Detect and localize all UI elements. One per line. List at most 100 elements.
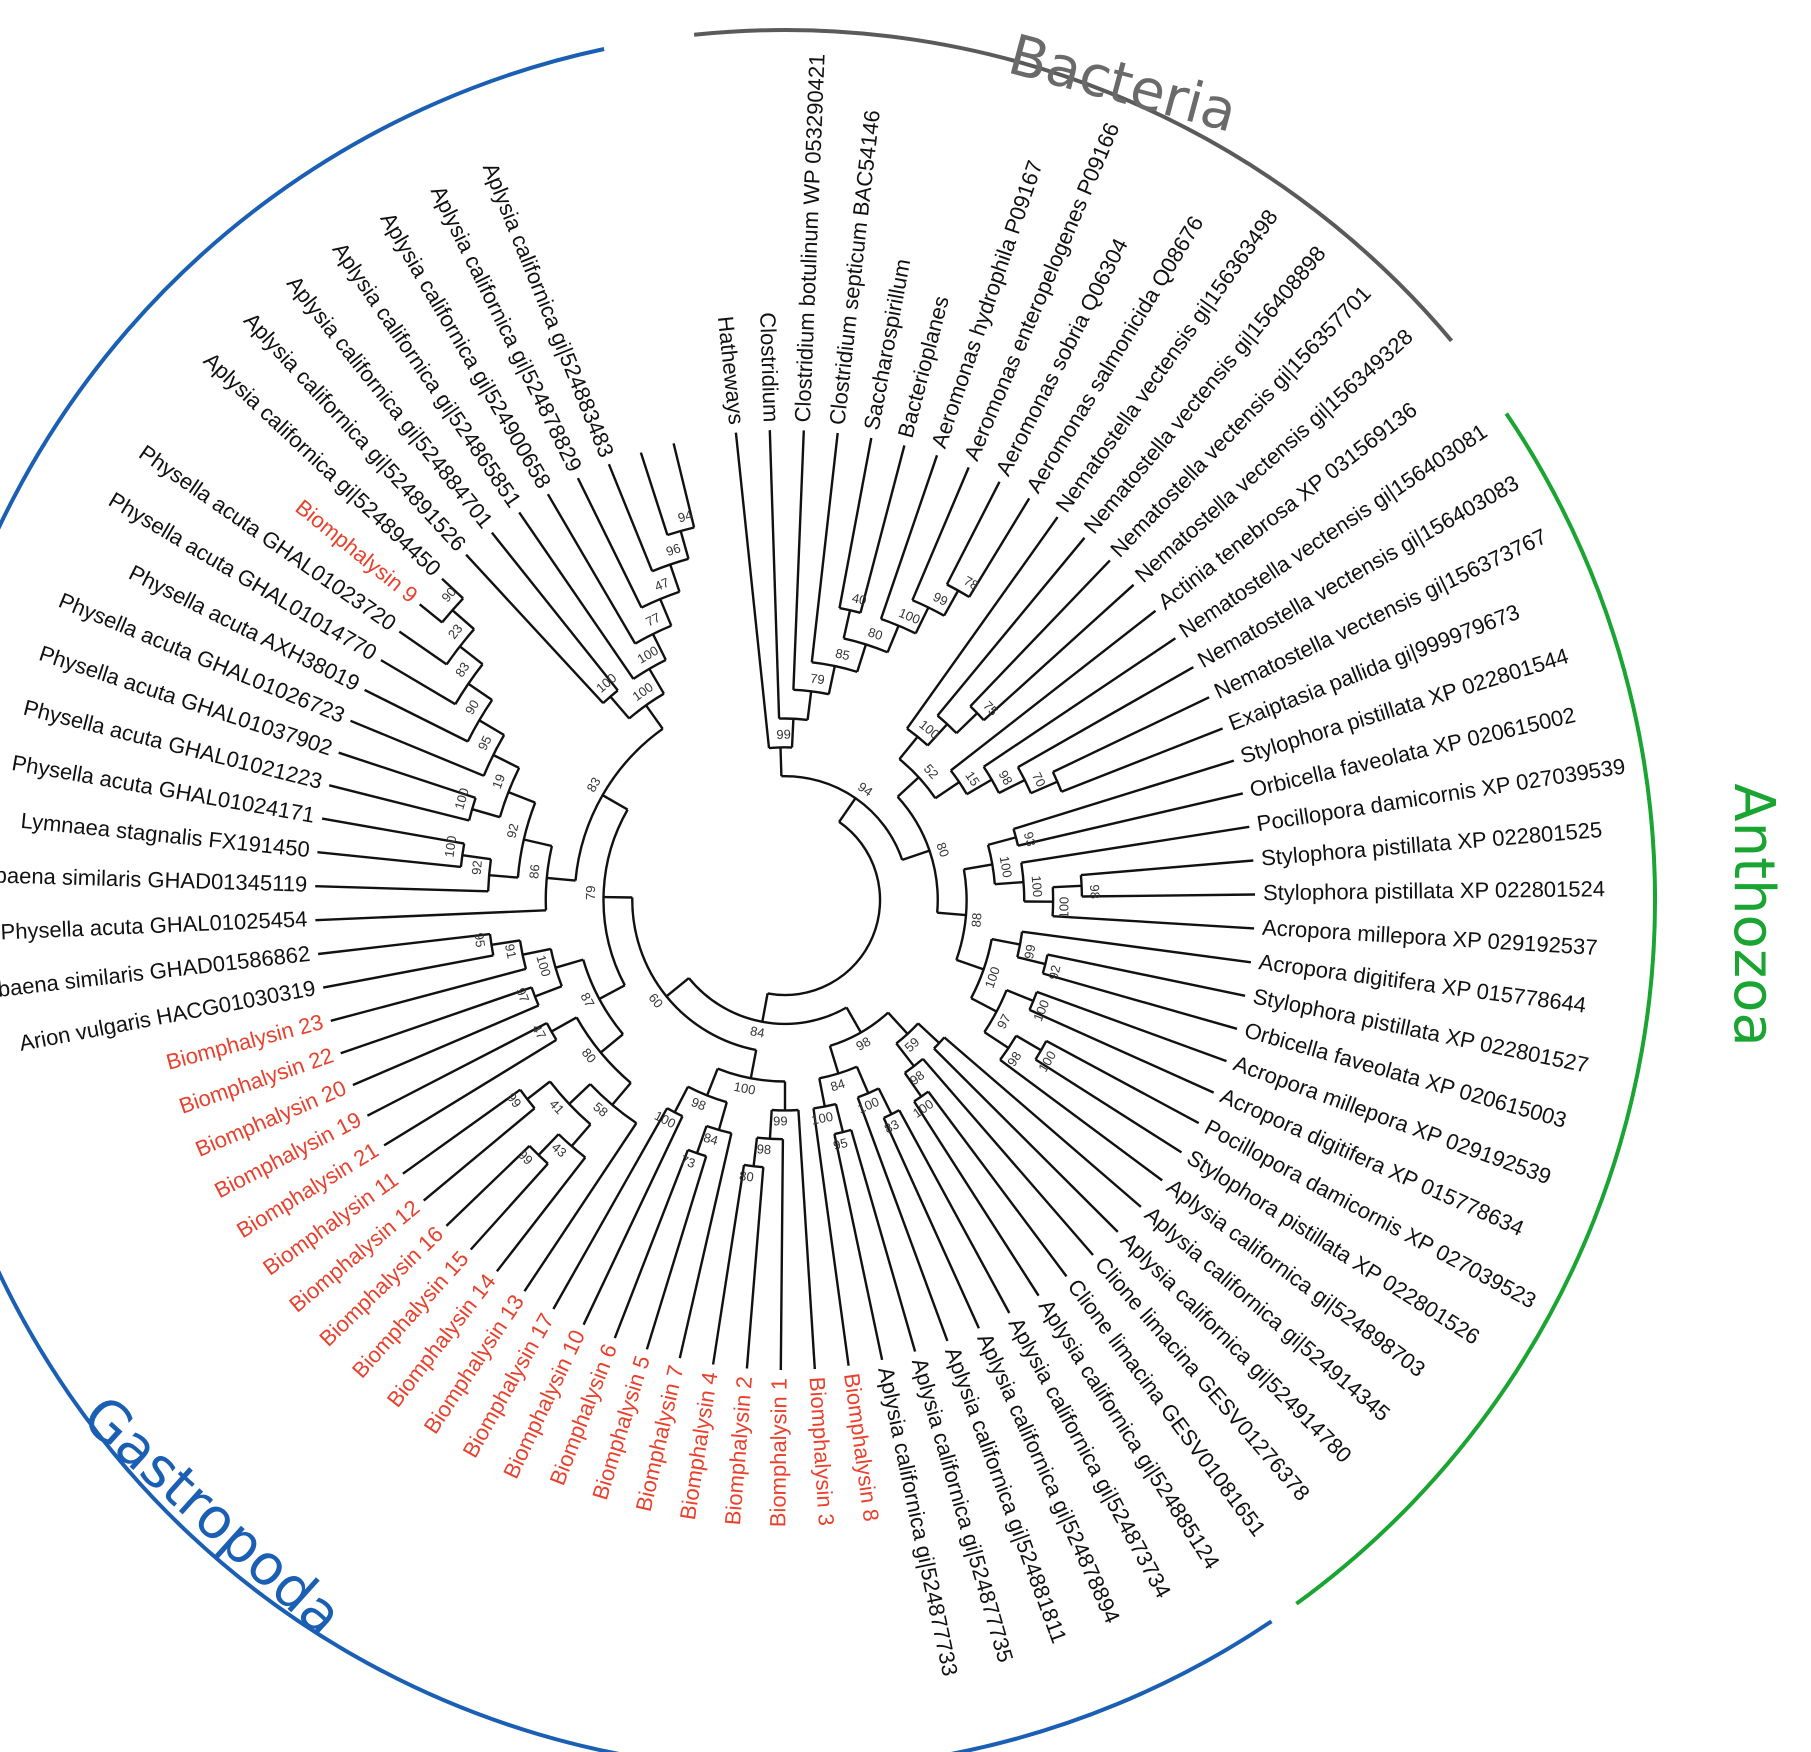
branch-radial	[994, 880, 1024, 886]
branch-radial	[845, 1006, 862, 1034]
branch-radial	[970, 997, 998, 1013]
branch-radial	[1080, 859, 1254, 877]
branch-arc	[498, 767, 521, 818]
support-value: 100	[733, 1079, 757, 1098]
branch-arc	[687, 977, 848, 1026]
branch-arc	[982, 766, 1000, 794]
branch-radial	[838, 797, 857, 823]
branch-radial	[582, 1115, 684, 1326]
branch-arc	[779, 717, 808, 722]
branch-radial	[761, 993, 769, 1023]
branch-arc	[632, 658, 667, 680]
branch-radial	[936, 537, 1086, 717]
branch-radial	[523, 838, 553, 848]
branch-radial	[364, 688, 469, 743]
branch-radial	[322, 954, 494, 989]
tip-label: Biomphalysin 3	[805, 1376, 839, 1526]
support-value: 96	[664, 540, 683, 559]
branch-arc	[582, 959, 624, 1035]
branch-radial	[833, 1133, 884, 1361]
branch-arc	[781, 774, 904, 861]
branch-radial	[1017, 792, 1244, 847]
branch-radial	[490, 531, 619, 692]
branch-radial	[340, 986, 532, 1055]
branch-radial	[752, 1137, 759, 1167]
branch-arc	[651, 557, 689, 573]
branch-radial	[950, 609, 1157, 772]
support-value: 84	[749, 1023, 766, 1040]
branch-arc	[829, 1011, 889, 1048]
support-value: 75	[980, 698, 1001, 719]
branch-radial	[933, 1047, 1119, 1233]
branch-radial	[850, 1129, 917, 1352]
branch-radial	[602, 794, 629, 811]
branch-radial	[613, 1149, 690, 1339]
branch-radial	[669, 564, 681, 593]
branch-radial	[350, 719, 485, 777]
branch-arc	[519, 1089, 536, 1110]
branch-radial	[1045, 1039, 1200, 1125]
branch-radial	[717, 1101, 728, 1131]
branch-radial	[546, 876, 576, 882]
tip-label: Physella acuta GHAL01025454	[0, 906, 308, 944]
support-value: 93	[1021, 830, 1039, 848]
branch-radial	[797, 1109, 816, 1370]
support-value: 98	[1087, 884, 1103, 899]
support-value: 40	[851, 590, 868, 608]
branch-arc	[666, 1107, 684, 1118]
branch-radial	[705, 1068, 719, 1096]
branch-arc	[631, 897, 757, 1052]
branch-radial	[673, 1086, 690, 1113]
branch-arc	[574, 727, 664, 881]
branch-radial	[1042, 972, 1238, 1030]
branch-radial	[998, 779, 1026, 795]
branch-arc	[767, 820, 882, 997]
branch-radial	[555, 958, 584, 969]
branch-arc	[743, 1163, 764, 1169]
support-value: 98	[995, 768, 1015, 788]
branch-radial	[639, 452, 669, 536]
support-value: 99	[773, 1114, 787, 1129]
support-value: 95	[832, 1135, 850, 1153]
branch-radial	[651, 633, 667, 661]
branch-arc	[898, 758, 937, 799]
support-value: 92	[504, 822, 522, 839]
branch-radial	[991, 937, 1021, 946]
support-value: 79	[583, 885, 598, 900]
support-value: 77	[643, 610, 663, 630]
branch-radial	[478, 719, 505, 737]
branch-radial	[665, 977, 690, 998]
branch-radial	[806, 691, 813, 721]
branch-arc	[896, 795, 939, 913]
branch-radial	[790, 718, 795, 748]
branch-arc	[549, 1080, 592, 1126]
support-value: 99	[1021, 943, 1038, 960]
branch-radial	[1034, 1058, 1183, 1154]
support-value: 52	[921, 761, 942, 782]
support-value: 99	[931, 589, 951, 609]
branch-radial	[921, 1058, 1094, 1256]
branch-radial	[317, 851, 462, 869]
support-value: 73	[679, 1152, 698, 1171]
branch-radial	[898, 1109, 1011, 1314]
support-value: 100	[810, 1109, 834, 1128]
branch-radial	[492, 753, 520, 769]
branch-radial	[896, 776, 920, 798]
support-value: 98	[689, 1094, 708, 1113]
branch-arc	[640, 590, 680, 609]
branch-radial	[859, 445, 906, 614]
support-value: 100	[910, 1096, 936, 1121]
branch-radial	[338, 751, 476, 800]
branch-arc	[883, 1109, 900, 1119]
branch-radial	[745, 1167, 765, 1369]
branch-radial	[886, 625, 900, 653]
support-value: 80	[866, 624, 884, 643]
support-value: 70	[1029, 770, 1049, 790]
support-value: 98	[853, 1034, 873, 1054]
branch-radial	[459, 645, 484, 666]
branch-radial	[842, 610, 852, 639]
branch-arc	[717, 1067, 786, 1083]
branch-radial	[968, 497, 1031, 598]
branch-radial	[366, 1022, 548, 1117]
branch-radial	[1021, 930, 1252, 964]
